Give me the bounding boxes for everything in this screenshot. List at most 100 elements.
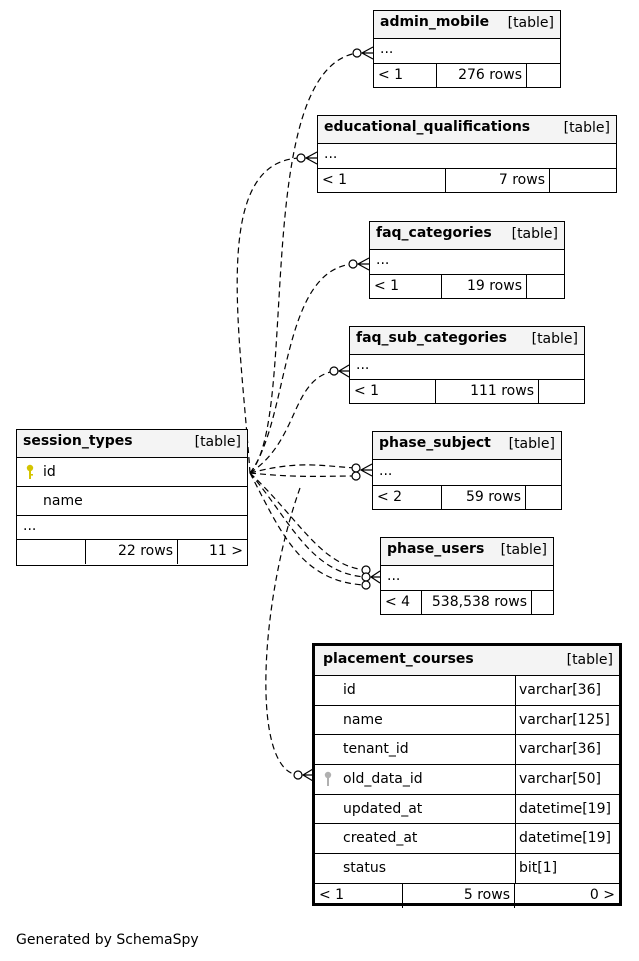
cell-divider: [515, 735, 516, 765]
table-footer: < 4 538,538 rows: [381, 591, 553, 615]
table-footer: < 2 59 rows: [373, 486, 561, 510]
table-session-types[interactable]: session_types [table] id name ... 22 row…: [16, 429, 248, 566]
column-name: tenant_id: [343, 741, 409, 758]
table-name[interactable]: phase_subject: [379, 435, 491, 451]
parents-count: < 1: [374, 278, 400, 294]
table-kind: [table]: [531, 331, 578, 347]
column-name: name: [43, 493, 83, 509]
cell-divider: [515, 854, 516, 883]
row-count: 111 rows: [470, 383, 534, 399]
table-name[interactable]: session_types: [23, 433, 133, 449]
table-faq-categories[interactable]: faq_categories [table] ... < 1 19 rows: [369, 221, 565, 299]
column-name: status: [343, 860, 387, 877]
row-count: 5 rows: [463, 886, 510, 903]
column-row-old-data-id[interactable]: old_data_id varchar[50]: [315, 765, 619, 795]
table-phase-subject[interactable]: phase_subject [table] ... < 2 59 rows: [372, 431, 562, 510]
column-name: updated_at: [343, 800, 423, 817]
column-type: varchar[36]: [519, 682, 601, 698]
edge-phase-users-3: [249, 472, 366, 586]
column-row-name[interactable]: name: [17, 487, 247, 516]
column-row-updated-at[interactable]: updated_at datetime[19]: [315, 794, 619, 825]
column-type: varchar[50]: [519, 771, 601, 788]
table-header: phase_users [table]: [381, 538, 553, 566]
table-admin-mobile[interactable]: admin_mobile [table] ... < 1 276 rows: [373, 10, 561, 88]
parents-count: < 2: [377, 489, 403, 505]
table-kind: [table]: [563, 120, 610, 136]
edge-educational-qualifications: [236, 157, 302, 474]
column-type: varchar[36]: [519, 741, 601, 758]
column-name: name: [343, 711, 383, 728]
row-count: 7 rows: [498, 172, 545, 188]
table-phase-users[interactable]: phase_users [table] ... < 4 538,538 rows: [380, 537, 554, 615]
children-count: 0 >: [589, 886, 615, 903]
table-kind: [table]: [566, 652, 613, 668]
table-footer: < 1 276 rows: [374, 64, 560, 88]
table-name[interactable]: placement_courses: [323, 651, 474, 667]
row-count: 19 rows: [466, 278, 522, 294]
more-columns-row: ...: [17, 516, 247, 540]
more-columns-row: ...: [381, 566, 553, 591]
table-educational-qualifications[interactable]: educational_qualifications [table] ... <…: [317, 115, 617, 193]
table-header: faq_sub_categories [table]: [350, 327, 584, 355]
table-header: faq_categories [table]: [370, 222, 564, 250]
column-row-created-at[interactable]: created_at datetime[19]: [315, 824, 619, 855]
parents-count: < 1: [354, 383, 380, 399]
column-row-tenant-id[interactable]: tenant_id varchar[36]: [315, 735, 619, 766]
table-kind: [table]: [508, 436, 555, 452]
cell-divider: [515, 824, 516, 854]
more-columns-row: ...: [318, 144, 616, 169]
edge-phase-users-1: [249, 472, 366, 571]
cell-divider: [515, 705, 516, 735]
edge-placement-courses: [265, 487, 301, 776]
table-name[interactable]: admin_mobile: [380, 14, 490, 30]
cell-divider: [515, 676, 516, 705]
row-count: 276 rows: [458, 67, 522, 83]
edge-admin-mobile: [249, 52, 358, 474]
edge-phase-users-2: [249, 472, 366, 578]
table-header: phase_subject [table]: [373, 432, 561, 460]
column-name: id: [343, 682, 356, 698]
row-count: 538,538 rows: [431, 594, 527, 610]
table-footer: < 1 7 rows: [318, 169, 616, 193]
more-columns-row: ...: [350, 355, 584, 380]
key-icon: [26, 464, 34, 479]
cell-divider: [515, 794, 516, 824]
table-placement-courses[interactable]: placement_courses [table] id varchar[36] n…: [312, 643, 622, 908]
column-type: datetime[19]: [519, 830, 611, 847]
generator-credit: Generated by SchemaSpy: [16, 932, 199, 948]
cell-divider: [515, 765, 516, 794]
table-kind: [table]: [511, 226, 558, 242]
edge-faq-sub-categories: [249, 370, 335, 474]
table-header: admin_mobile [table]: [374, 11, 560, 39]
table-header: session_types [table]: [17, 430, 247, 458]
column-type: varchar[125]: [519, 711, 610, 728]
table-footer: < 1 19 rows: [370, 275, 564, 299]
table-name[interactable]: phase_users: [387, 541, 485, 557]
parents-count: < 1: [322, 172, 348, 188]
table-name[interactable]: faq_categories: [376, 225, 492, 241]
table-header: placement_courses [table]: [315, 646, 619, 676]
column-name: old_data_id: [343, 771, 423, 788]
column-name: id: [43, 464, 56, 480]
table-footer: 22 rows 11 >: [17, 540, 247, 564]
column-row-id[interactable]: id: [17, 458, 247, 487]
table-name[interactable]: educational_qualifications: [324, 119, 531, 135]
table-name[interactable]: faq_sub_categories: [356, 330, 507, 346]
children-count: 11 >: [209, 543, 243, 559]
row-count: 22 rows: [117, 543, 173, 559]
parents-count: < 1: [378, 67, 404, 83]
row-count: 59 rows: [465, 489, 521, 505]
column-row-id[interactable]: id varchar[36]: [315, 676, 619, 706]
column-name: created_at: [343, 830, 418, 847]
table-footer: < 1 5 rows 0 >: [315, 883, 619, 908]
column-row-name[interactable]: name varchar[125]: [315, 705, 619, 736]
edge-phase-subject-2: [249, 472, 357, 477]
table-footer: < 1 111 rows: [350, 380, 584, 404]
table-faq-sub-categories[interactable]: faq_sub_categories [table] ... < 1 111 r…: [349, 326, 585, 404]
more-columns-row: ...: [373, 460, 561, 486]
table-kind: [table]: [194, 434, 241, 450]
column-type: datetime[19]: [519, 800, 611, 817]
